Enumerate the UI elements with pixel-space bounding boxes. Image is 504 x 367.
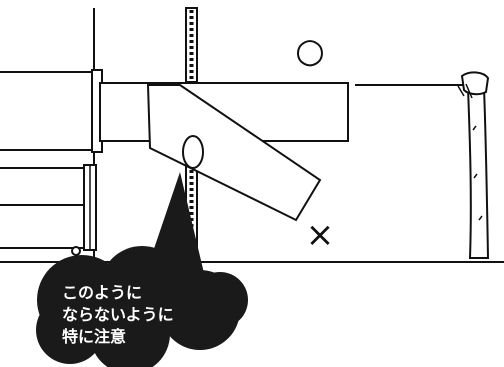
correct-mark: ○ <box>295 31 325 71</box>
duct-incorrect <box>146 84 322 222</box>
incorrect-mark: × <box>306 215 335 255</box>
tree-trunk <box>457 71 490 259</box>
contact-highlight <box>182 135 204 169</box>
upper-outdoor-unit <box>0 69 103 153</box>
callout-line-2: ならないように <box>62 305 174 324</box>
upper-slotted-pole <box>185 7 198 83</box>
lower-cabinet <box>0 164 97 256</box>
callout-line-3: 特に注意 <box>62 327 126 346</box>
callout-line-1: このように <box>62 283 142 302</box>
callout-bubble <box>36 172 248 367</box>
